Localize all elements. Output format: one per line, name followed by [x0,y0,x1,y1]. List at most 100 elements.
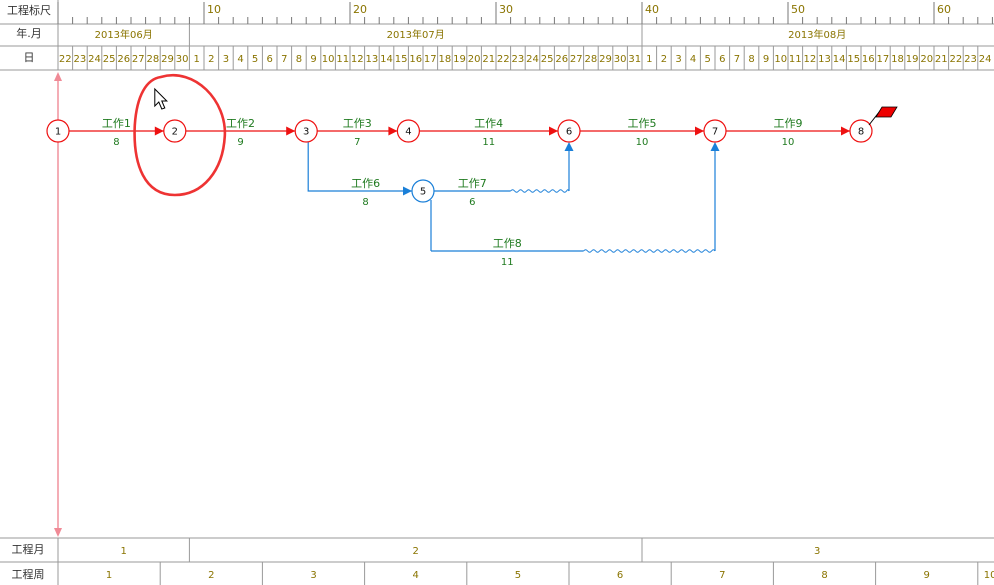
mouse-cursor-icon [154,87,169,110]
project-week-label: 10 [984,570,994,581]
task-duration-label: 11 [501,257,514,268]
day-label: 10 [774,54,787,65]
day-label: 5 [252,54,258,65]
month-label: 2013年07月 [387,28,445,41]
day-label: 28 [585,54,598,65]
day-label: 1 [646,54,652,65]
project-month-label: 2 [413,546,419,557]
day-label: 19 [906,54,919,65]
task-name-label: 工作7 [458,177,487,190]
day-label: 3 [675,54,681,65]
event-node [396,119,420,143]
project-week-label: 2 [208,570,214,581]
day-label: 16 [862,54,875,65]
arrow-head [154,126,164,136]
task-name-label: 工作6 [351,177,380,190]
day-label: 9 [310,54,316,65]
day-label: 25 [541,54,554,65]
day-label: 14 [833,54,846,65]
day-label: 23 [74,54,87,65]
scale-tick-label: 30 [499,3,513,16]
task-duration-label: 10 [782,137,795,148]
day-label: 26 [555,54,568,65]
day-label: 10 [322,54,335,65]
event-node [163,119,187,143]
day-label: 12 [351,54,364,65]
event-node [849,119,873,143]
scale-tick-label: 50 [791,3,805,16]
day-label: 8 [748,54,754,65]
annotation-circle [133,74,227,197]
project-month-label: 3 [814,546,820,557]
day-label: 29 [599,54,612,65]
project-month-row-label: 工程月 [12,543,45,556]
arrow-head [286,126,296,136]
event-node-number: 4 [405,127,411,138]
event-node-number: 1 [55,127,61,138]
day-label: 17 [877,54,890,65]
day-label: 27 [570,54,583,65]
task-name-label: 工作5 [628,117,657,130]
day-label: 11 [789,54,802,65]
task-name-label: 工作4 [474,117,503,130]
day-label: 3 [223,54,229,65]
task-name-label: 工作9 [774,117,803,130]
day-label: 4 [690,54,696,65]
day-label: 22 [497,54,510,65]
day-label: 28 [147,54,160,65]
event-node-number: 8 [858,127,864,138]
task-duration-label: 9 [237,137,243,148]
scale-tick-label: 10 [207,3,221,16]
arrow-head [388,126,398,136]
event-node-number: 6 [566,127,572,138]
day-label: 30 [614,54,627,65]
scale-tick-label: 40 [645,3,659,16]
month-label: 2013年08月 [788,28,846,41]
day-label: 27 [132,54,145,65]
arrow-head [710,142,720,151]
scale-tick-label: 60 [937,3,951,16]
free-float-wave [510,189,570,193]
day-label: 8 [296,54,302,65]
event-node [703,119,727,143]
event-node [46,119,70,143]
project-week-row-label: 工程周 [12,568,45,581]
day-label: 13 [818,54,831,65]
day-label: 1 [194,54,200,65]
day-label: 22 [59,54,72,65]
task-name-label: 工作2 [226,117,255,130]
day-label: 18 [439,54,452,65]
day-label: 13 [366,54,379,65]
day-label: 21 [935,54,948,65]
event-node [294,119,318,143]
task-name-label: 工作1 [102,117,131,130]
day-label: 23 [512,54,525,65]
project-week-label: 3 [310,570,316,581]
day-label: 31 [628,54,641,65]
arrow-head [841,126,850,136]
day-label: 7 [281,54,287,65]
event-node [557,119,581,143]
day-label: 30 [176,54,189,65]
free-float-wave [583,249,716,253]
day-label: 21 [482,54,495,65]
day-label: 19 [453,54,466,65]
project-week-label: 9 [924,570,930,581]
project-week-label: 7 [719,570,725,581]
day-label: 14 [380,54,393,65]
event-node-number: 2 [172,127,178,138]
task-name-label: 工作8 [493,237,522,250]
timeline-arrow-down [54,528,62,537]
day-label: 20 [920,54,933,65]
day-label: 15 [847,54,860,65]
project-week-label: 4 [413,570,419,581]
event-node [411,179,435,203]
day-label: 24 [979,54,992,65]
project-week-label: 8 [821,570,827,581]
task-arrow [307,142,412,192]
day-label: 7 [734,54,740,65]
project-week-label: 5 [515,570,521,581]
event-node-number: 5 [420,187,426,198]
day-label: 9 [763,54,769,65]
